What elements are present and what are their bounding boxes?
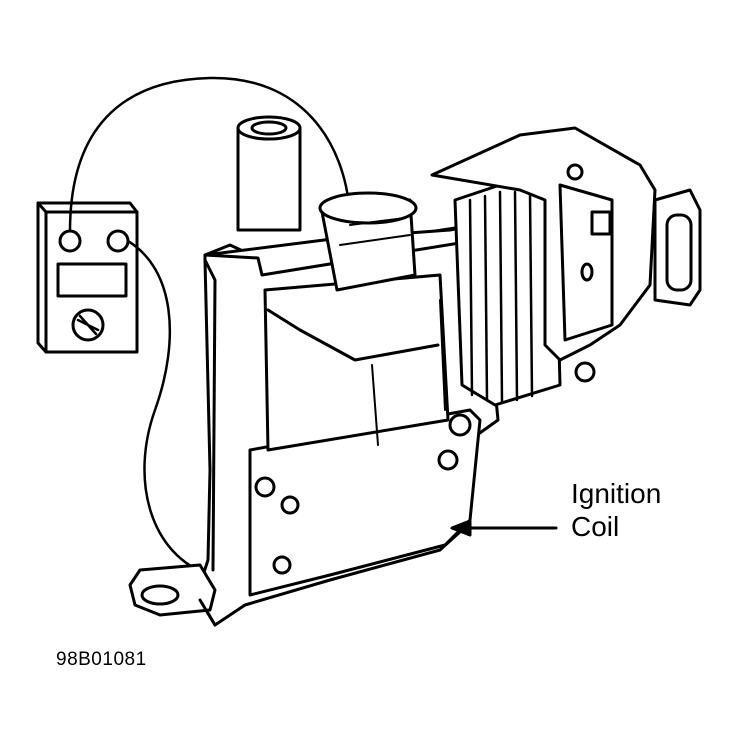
multimeter [36, 201, 139, 354]
meter-terminal-right [106, 229, 130, 253]
callout-arrow [450, 519, 558, 537]
coil-tower [236, 115, 302, 232]
module-connector [653, 188, 702, 307]
mounting-studs [254, 413, 472, 575]
coil-winding [263, 273, 450, 452]
ignition-coil-label-line2: Coil [571, 511, 620, 542]
meter-display [56, 262, 128, 298]
control-module [430, 126, 657, 383]
lead-to-connector [68, 76, 352, 233]
ignition-coil-label-line1: Ignition [571, 478, 662, 509]
ground-stud [272, 555, 292, 575]
figure-id: 98B01081 [56, 649, 147, 670]
meter-terminal-left [58, 229, 82, 253]
coil-connector [318, 191, 418, 292]
